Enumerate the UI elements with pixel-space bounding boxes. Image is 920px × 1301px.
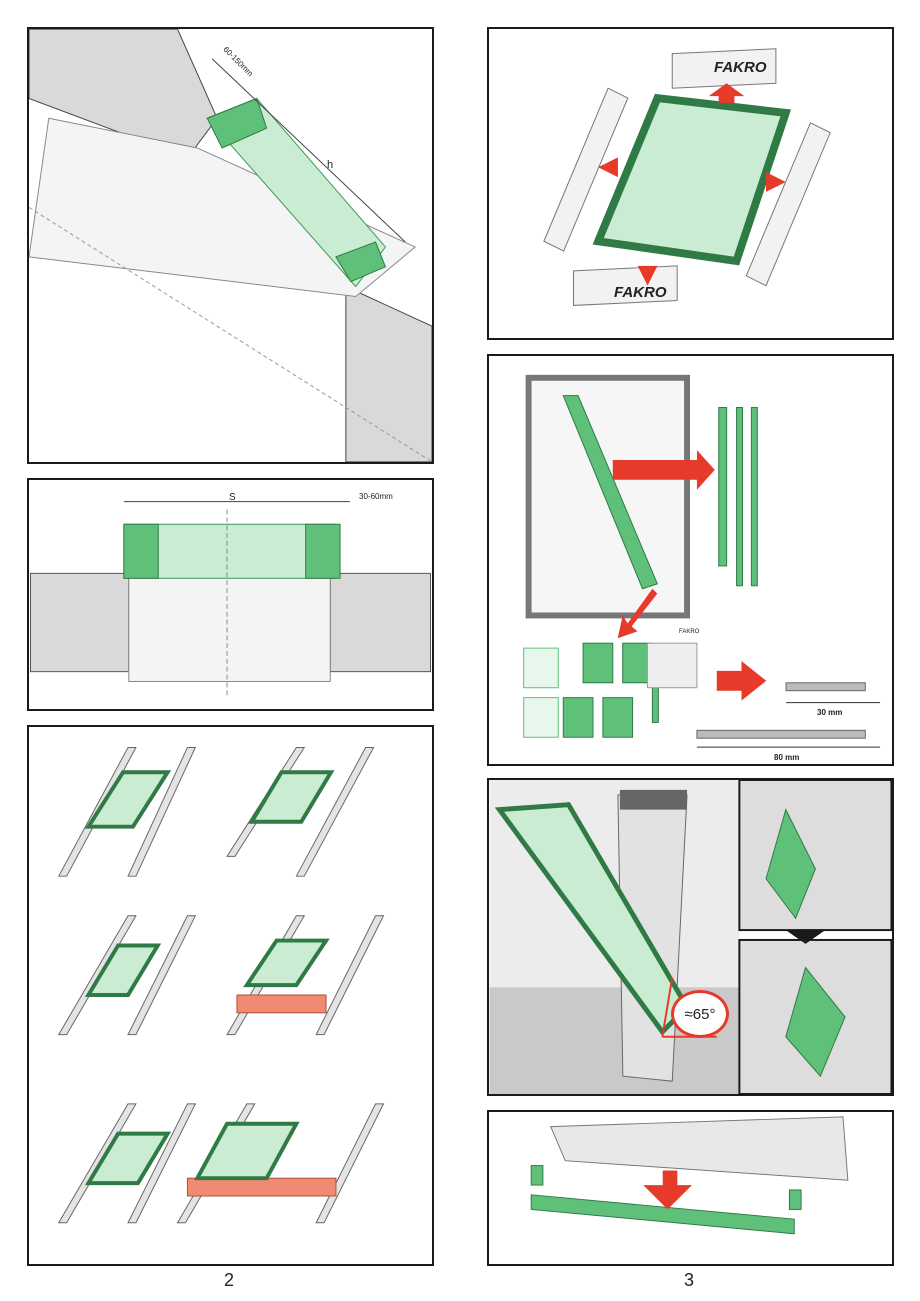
framing-options-figure — [27, 725, 434, 1266]
opening-angle-label: ≈65° — [671, 990, 729, 1038]
parts-figure: FAKRO 30 mm 80 mm — [487, 354, 894, 766]
framing-options-illustration — [57, 746, 385, 1224]
page-number-right: 3 — [684, 1270, 695, 1290]
fakro-logo-bottom: FAKRO — [614, 284, 667, 301]
screw-long-length: 80 mm — [774, 753, 800, 762]
bottom-flashing-illustration — [530, 1116, 849, 1235]
sash-opening-illustration — [489, 780, 892, 1094]
dim-span-label: S — [229, 492, 236, 503]
roof-section-figure: 60-150mm h — [27, 27, 434, 464]
roof-plan-section-figure: S 30-60mm — [27, 478, 434, 711]
dim-height-label: h — [327, 159, 334, 171]
packaging-illustration — [543, 48, 831, 306]
dim-offset-label: 30-60mm — [359, 492, 393, 501]
parts-illustration — [523, 374, 881, 748]
roof-section-illustration — [29, 29, 432, 462]
packaging-figure: FAKRO FAKRO — [487, 27, 894, 340]
screw-short-length: 30 mm — [817, 708, 843, 717]
sash-opening-figure: ≈65° — [487, 778, 894, 1096]
bottom-flashing-figure — [487, 1110, 894, 1266]
page-number-left: 2 — [224, 1270, 235, 1290]
roof-plan-illustration — [30, 501, 431, 697]
pencil-brand-label: FAKRO — [679, 629, 700, 635]
fakro-logo-top: FAKRO — [714, 59, 767, 76]
